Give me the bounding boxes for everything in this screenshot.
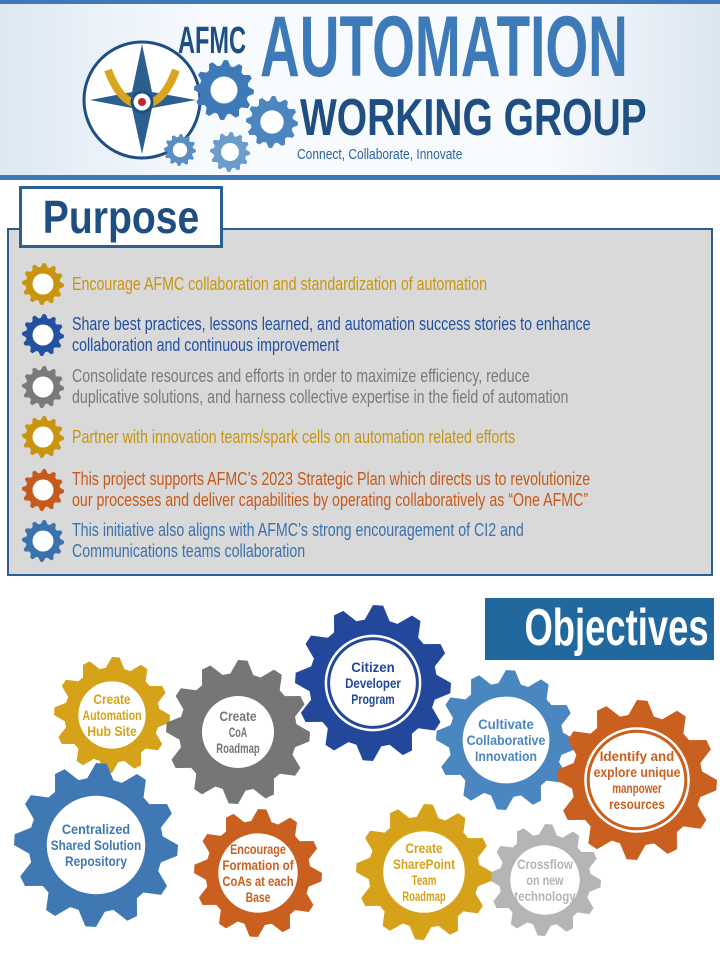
objective-label: Developer — [345, 675, 401, 691]
gear-icon — [22, 366, 64, 408]
gear-icon — [22, 314, 64, 356]
gear-icon — [22, 416, 64, 458]
banner-gear-icon — [210, 132, 250, 172]
purpose-item-text: This initiative also aligns with AFMC’s … — [72, 520, 576, 562]
objective-label: Crossflow — [517, 856, 573, 872]
purpose-item-line: This project supports AFMC’s 2023 Strate… — [72, 469, 591, 489]
objective-label: Create — [93, 691, 130, 707]
objective-label: Team — [412, 872, 437, 888]
objective-label: Shared Solution — [51, 837, 141, 853]
objective-label: Program — [351, 691, 394, 707]
objective-label: CoAs at each — [222, 873, 293, 889]
objective-label: Create — [405, 840, 442, 856]
objective-label: on new — [526, 872, 563, 888]
tagline: Connect, Collaborate, Innovate — [297, 146, 463, 163]
gear-icon — [22, 469, 64, 511]
purpose-item-line: This initiative also aligns with AFMC’s … — [72, 520, 524, 540]
gear-icon — [22, 263, 64, 305]
objective-label: Encourage — [230, 841, 286, 857]
purpose-item-text: Partner with innovation teams/spark cell… — [72, 427, 576, 448]
banner-gear-icon — [164, 134, 196, 166]
objective-label: Repository — [65, 853, 127, 869]
purpose-item-line: Consolidate resources and efforts in ord… — [72, 366, 530, 386]
purpose-item-text: Share best practices, lessons learned, a… — [72, 314, 591, 356]
purpose-item: Consolidate resources and efforts in ord… — [20, 364, 710, 410]
purpose-heading: Purpose — [19, 186, 223, 248]
gear-icon — [22, 520, 64, 562]
purpose-item-line: Communications teams collaboration — [72, 541, 306, 561]
title-line1: AUTOMATION — [260, 0, 628, 95]
objective-label: Cultivate — [478, 716, 534, 732]
objective-label: explore unique — [594, 764, 681, 780]
objective-label: Collaborative — [467, 732, 546, 748]
objective-label: Automation — [82, 707, 141, 723]
purpose-item-line: Partner with innovation teams/spark cell… — [72, 426, 516, 447]
purpose-item-line: our processes and deliver capabilities b… — [72, 490, 589, 510]
banner-gear-icon — [246, 96, 298, 148]
purpose-item-line: Share best practices, lessons learned, a… — [72, 314, 591, 334]
gear-icon — [22, 314, 64, 356]
purpose-item-text: Consolidate resources and efforts in ord… — [72, 366, 576, 408]
purpose-item: Share best practices, lessons learned, a… — [20, 312, 710, 358]
objective-label: Base — [246, 889, 271, 905]
purpose-item: This project supports AFMC’s 2023 Strate… — [20, 467, 710, 513]
purpose-item: Partner with innovation teams/spark cell… — [20, 414, 710, 460]
purpose-item-line: duplicative solutions, and harness colle… — [72, 387, 569, 407]
gear-icon — [22, 469, 64, 511]
purpose-item-text: Encourage AFMC collaboration and standar… — [72, 274, 576, 295]
banner-gear-icon — [194, 60, 254, 120]
purpose-item-line: collaboration and continuous improvement — [72, 335, 340, 355]
purpose-item: Encourage AFMC collaboration and standar… — [20, 261, 710, 307]
gear-icon — [22, 366, 64, 408]
org-name: AFMC — [178, 20, 247, 62]
objective-label: CoA — [229, 724, 248, 740]
header-banner: AFMC AUTOMATION WORKING GROUP Connect, C… — [0, 0, 720, 180]
objective-label: Create — [219, 708, 256, 724]
objective-label: Innovation — [475, 748, 537, 764]
objective-label: technology — [514, 888, 576, 904]
gears-logo-graphic — [82, 40, 298, 172]
objective-label: Centralized — [62, 821, 130, 837]
purpose-item-text: This project supports AFMC’s 2023 Strate… — [72, 469, 590, 511]
title-line2: WORKING GROUP — [300, 89, 647, 147]
gear-icon — [22, 520, 64, 562]
purpose-panel — [7, 228, 713, 576]
purpose-item: This initiative also aligns with AFMC’s … — [20, 518, 710, 564]
objectives-heading: Objectives — [485, 598, 714, 660]
purpose-item-line: Encourage AFMC collaboration and standar… — [72, 273, 488, 294]
objective-label: Roadmap — [402, 888, 445, 904]
objective-label: Identify and — [600, 748, 674, 764]
objective-label: SharePoint — [393, 856, 455, 872]
objective-label: Formation of — [222, 857, 294, 873]
objective-label: resources — [609, 796, 665, 812]
gear-icon — [22, 263, 64, 305]
objective-label: Citizen — [351, 659, 394, 675]
objective-label: Hub Site — [87, 723, 137, 739]
objective-label: Roadmap — [216, 740, 259, 756]
objective-label: manpower — [612, 780, 662, 796]
gear-icon — [22, 416, 64, 458]
